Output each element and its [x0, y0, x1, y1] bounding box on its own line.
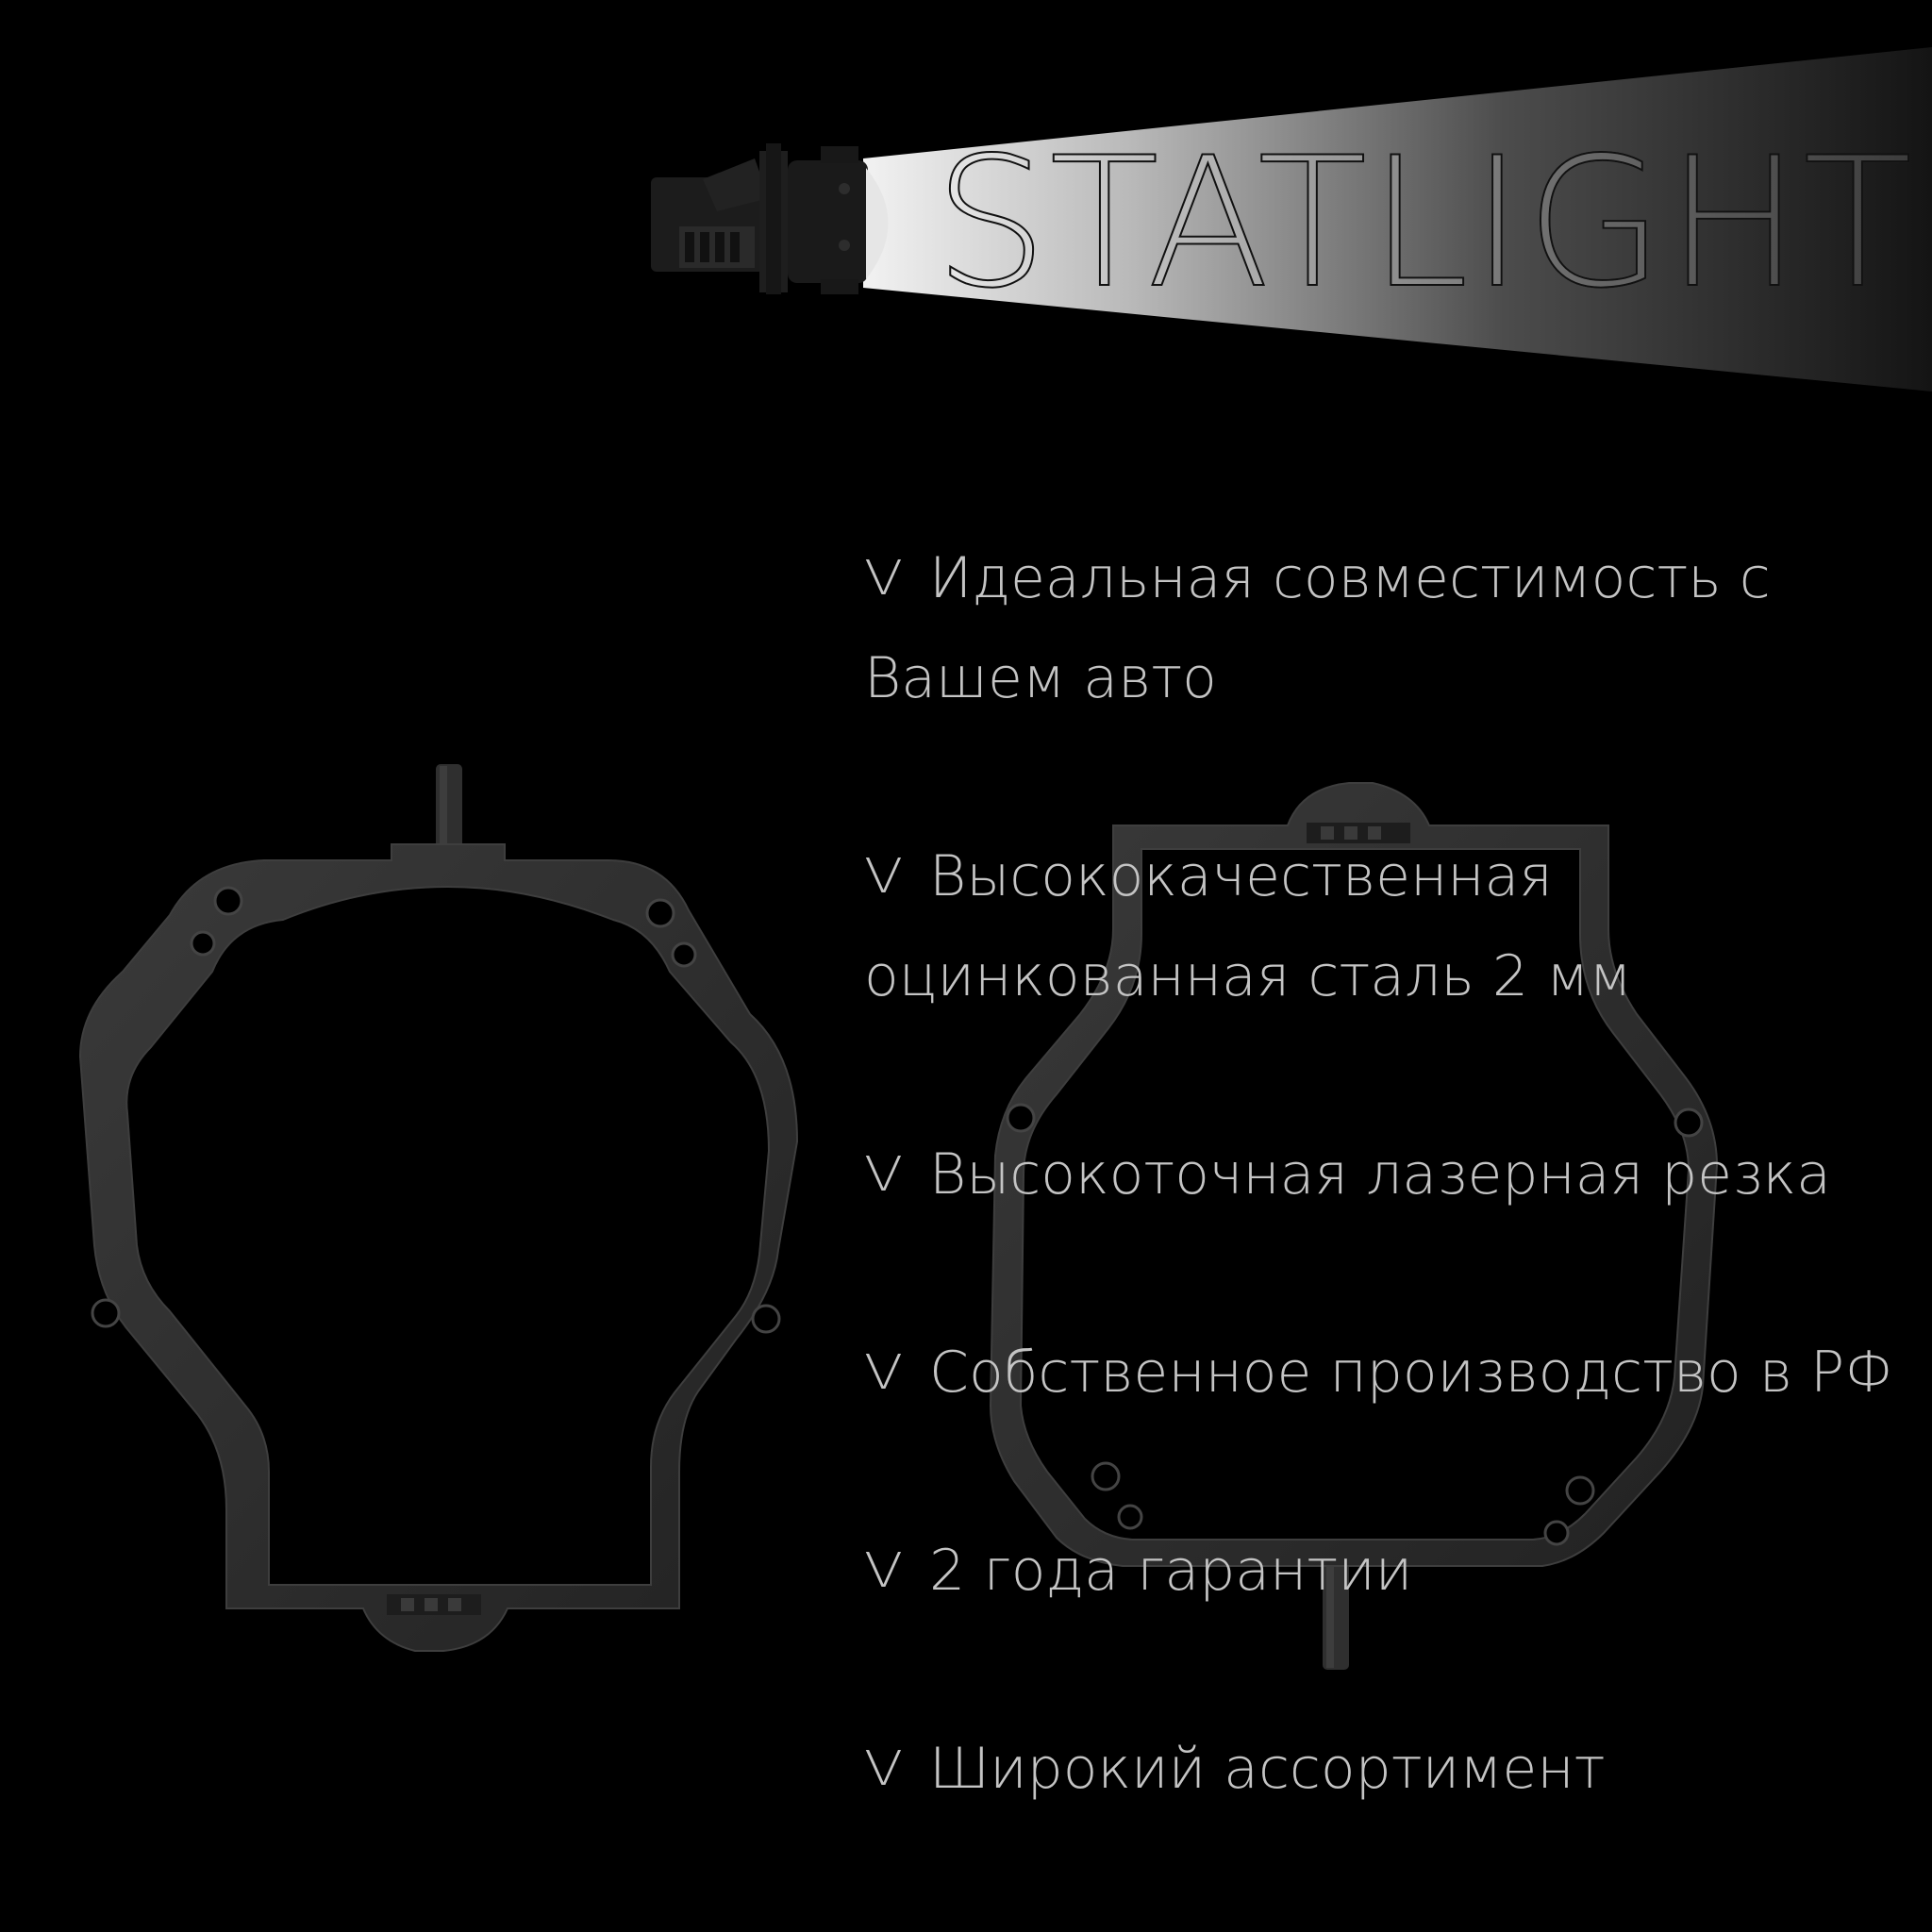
check-mark-icon: V	[864, 1740, 904, 1797]
feature-text: 2 года гарантии	[929, 1538, 1413, 1604]
feature-item: V Высококачественная оцинкованная сталь 2…	[864, 826, 1911, 1026]
check-mark-icon: V	[864, 848, 904, 905]
headlight-bulb-icon	[651, 143, 889, 294]
feature-text: Высококачественная	[929, 843, 1553, 909]
brand-logo-text: STATLIGHT	[933, 119, 1915, 327]
feature-text: Вашем авто	[864, 645, 1217, 711]
feature-text: Идеальная совместимость с	[929, 545, 1771, 611]
light-beam	[863, 47, 1932, 391]
check-mark-icon: V	[864, 1146, 904, 1203]
feature-item: V Идеальная совместимость с Вашем авто	[864, 528, 1911, 728]
frame-right	[989, 782, 1719, 1670]
feature-text: оцинкованная сталь 2 мм	[864, 943, 1632, 1009]
feature-item: V 2 года гарантии	[864, 1521, 1911, 1621]
feature-text: Собственное производство в РФ	[929, 1340, 1893, 1406]
check-mark-icon: V	[864, 1542, 904, 1599]
feature-item: V Собственное производство в РФ	[864, 1323, 1911, 1423]
feature-item: V Широкий ассортимент	[864, 1719, 1911, 1819]
feature-item: V Высокоточная лазерная резка	[864, 1124, 1911, 1224]
feature-text: Широкий ассортимент	[929, 1736, 1606, 1802]
frame-left	[78, 764, 799, 1652]
feature-text: Высокоточная лазерная резка	[929, 1141, 1831, 1208]
check-mark-icon: V	[864, 550, 904, 607]
check-mark-icon: V	[864, 1344, 904, 1401]
